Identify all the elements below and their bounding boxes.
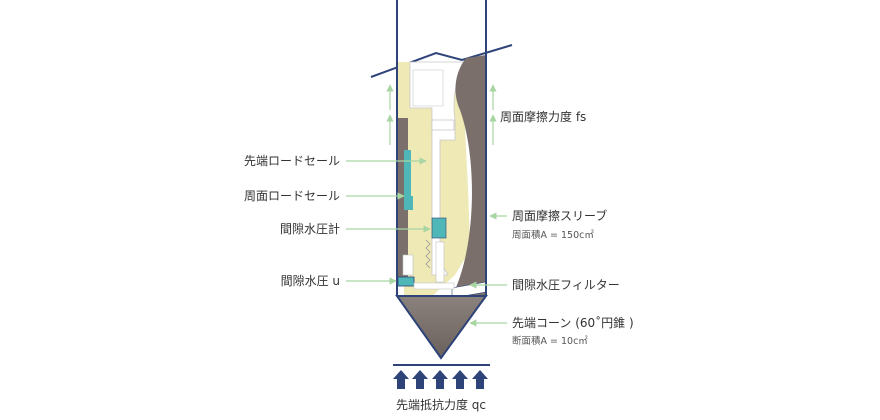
lower-block — [402, 254, 414, 276]
sensor-stem — [435, 241, 445, 283]
filter-bar — [397, 276, 415, 287]
label-side-friction-fs: 周面摩擦力度 fs — [500, 109, 586, 124]
label-filter: 間隙水圧フィルター — [512, 278, 620, 292]
leader-lines — [346, 157, 507, 327]
chamber-top — [412, 69, 444, 107]
label-tip-cone: 先端コーン (60˚円錐 ) — [512, 315, 634, 330]
tip-cone — [395, 295, 488, 360]
label-sleeve-area: 周面積A = 150c㎡ — [512, 229, 594, 241]
label-pore-pressure-u: 間隙水圧 u — [281, 274, 340, 288]
tip-load-cell-sensor — [404, 150, 411, 196]
label-friction-sleeve: 周面摩擦スリーブ — [512, 208, 607, 223]
friction-sleeve — [452, 55, 486, 296]
rod — [396, 0, 487, 60]
label-cone-area: 断面積A = 10c㎡ — [512, 335, 588, 347]
label-pore-pressure-gauge: 間隙水圧計 — [280, 221, 340, 236]
pore-channel — [413, 282, 455, 290]
pore-pressure-sensor — [431, 217, 447, 239]
load-cell-body — [397, 62, 448, 300]
label-friction-load-cell: 周面ロードセール — [244, 189, 340, 203]
qc-arrows — [393, 370, 488, 389]
label-tip-load-cell: 先端ロードセール — [244, 154, 340, 168]
side-friction-arrows — [386, 84, 497, 145]
sensor-spring — [425, 239, 431, 269]
friction-load-cell-sensor — [404, 196, 413, 210]
chamber-mid — [431, 119, 455, 131]
label-tip-resistance-qc: 先端抵抗力度 qc — [396, 397, 486, 412]
